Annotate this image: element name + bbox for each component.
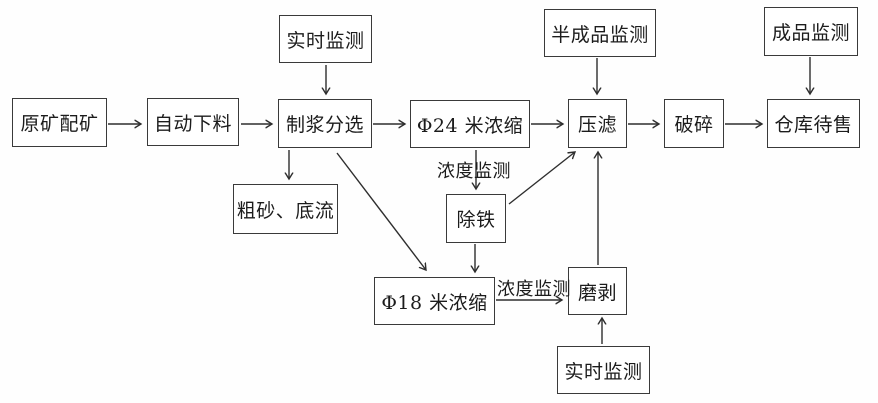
node-phi18-thickener: Φ18 米浓缩: [374, 277, 495, 325]
node-raw-ore-blending-label: 原矿配矿: [20, 113, 99, 135]
node-phi18-thickener-label: Φ18 米浓缩: [381, 291, 488, 314]
arrow-pulping-to-phi18: [336, 152, 426, 270]
node-semi-product-monitor-label: 半成品监测: [551, 23, 649, 46]
node-realtime-monitor-top-label: 实时监测: [286, 29, 365, 52]
node-auto-feeding: 自动下料: [147, 98, 239, 146]
node-pulping-separation: 制浆分选: [278, 99, 372, 148]
node-grinding-peel: 磨剥: [568, 267, 627, 315]
node-realtime-monitor-bottom: 实时监测: [557, 346, 650, 394]
node-warehouse-for-sale: 仓库待售: [767, 99, 860, 148]
node-phi24-thickener-label: Φ24 米浓缩: [416, 114, 524, 137]
node-product-monitor: 成品监测: [764, 7, 858, 56]
node-pulping-separation-label: 制浆分选: [285, 114, 364, 136]
node-iron-removal-label: 除铁: [456, 209, 496, 231]
node-realtime-monitor-top: 实时监测: [279, 15, 372, 63]
node-press-filter: 压滤: [568, 99, 627, 148]
node-crushing-label: 破碎: [674, 114, 714, 136]
node-iron-removal: 除铁: [446, 194, 506, 243]
node-grinding-peel-label: 磨剥: [577, 281, 617, 304]
node-realtime-monitor-bottom-label: 实时监测: [564, 360, 643, 383]
node-warehouse-for-sale-label: 仓库待售: [774, 114, 853, 136]
node-semi-product-monitor: 半成品监测: [544, 9, 656, 57]
node-product-monitor-label: 成品监测: [771, 22, 850, 44]
node-auto-feeding-label: 自动下料: [153, 112, 232, 135]
arrow-iron-removal-to-press-filter: [508, 152, 575, 205]
node-press-filter-label: 压滤: [577, 114, 617, 136]
node-raw-ore-blending: 原矿配矿: [12, 98, 107, 147]
node-crushing: 破碎: [664, 99, 724, 148]
node-coarse-sand-underflow: 粗砂、底流: [233, 184, 338, 234]
node-phi24-thickener: Φ24 米浓缩: [410, 100, 530, 148]
node-coarse-sand-underflow-label: 粗砂、底流: [236, 199, 335, 222]
